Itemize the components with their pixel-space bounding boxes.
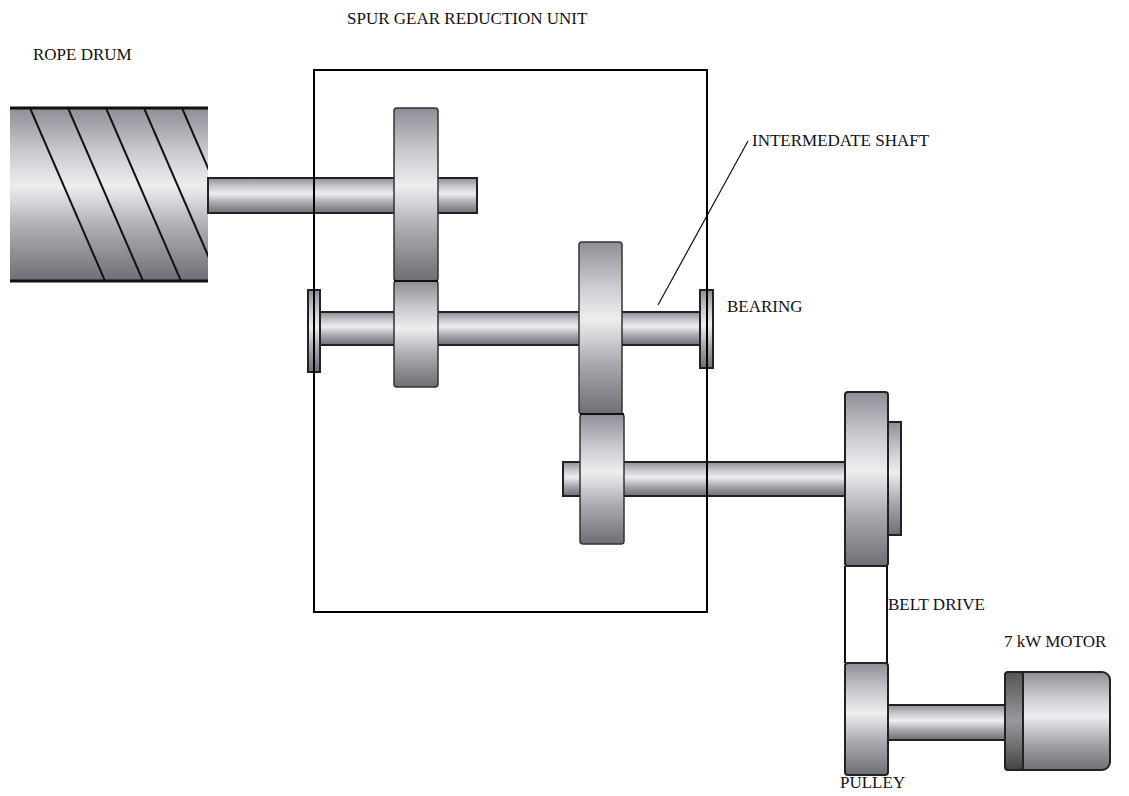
part-label: BEARING <box>727 297 803 317</box>
driven-pulley <box>845 392 888 566</box>
spur-pinion <box>580 414 624 544</box>
housing-box: SPUR GEAR REDUCTION UNIT <box>313 69 708 613</box>
spur-pinion <box>394 281 438 387</box>
belt <box>886 566 888 663</box>
part-label: PULLEY <box>840 773 905 793</box>
belt <box>844 566 846 663</box>
part-label: BELT DRIVE <box>888 595 985 615</box>
motor-shaft <box>888 705 1005 740</box>
part-label: INTERMEDATE SHAFT <box>752 131 929 151</box>
leader-line <box>658 141 748 305</box>
intermediate-shaft <box>320 312 700 345</box>
part-label: 7 kW MOTOR <box>1004 632 1106 652</box>
spur-gear <box>579 242 622 414</box>
motor <box>1005 672 1110 770</box>
part-label: ROPE DRUM <box>33 45 132 65</box>
driver-pulley <box>845 663 888 775</box>
unit-heading: SPUR GEAR REDUCTION UNIT <box>347 9 587 29</box>
spur-gear <box>394 108 438 281</box>
pulley-hub <box>888 422 901 535</box>
